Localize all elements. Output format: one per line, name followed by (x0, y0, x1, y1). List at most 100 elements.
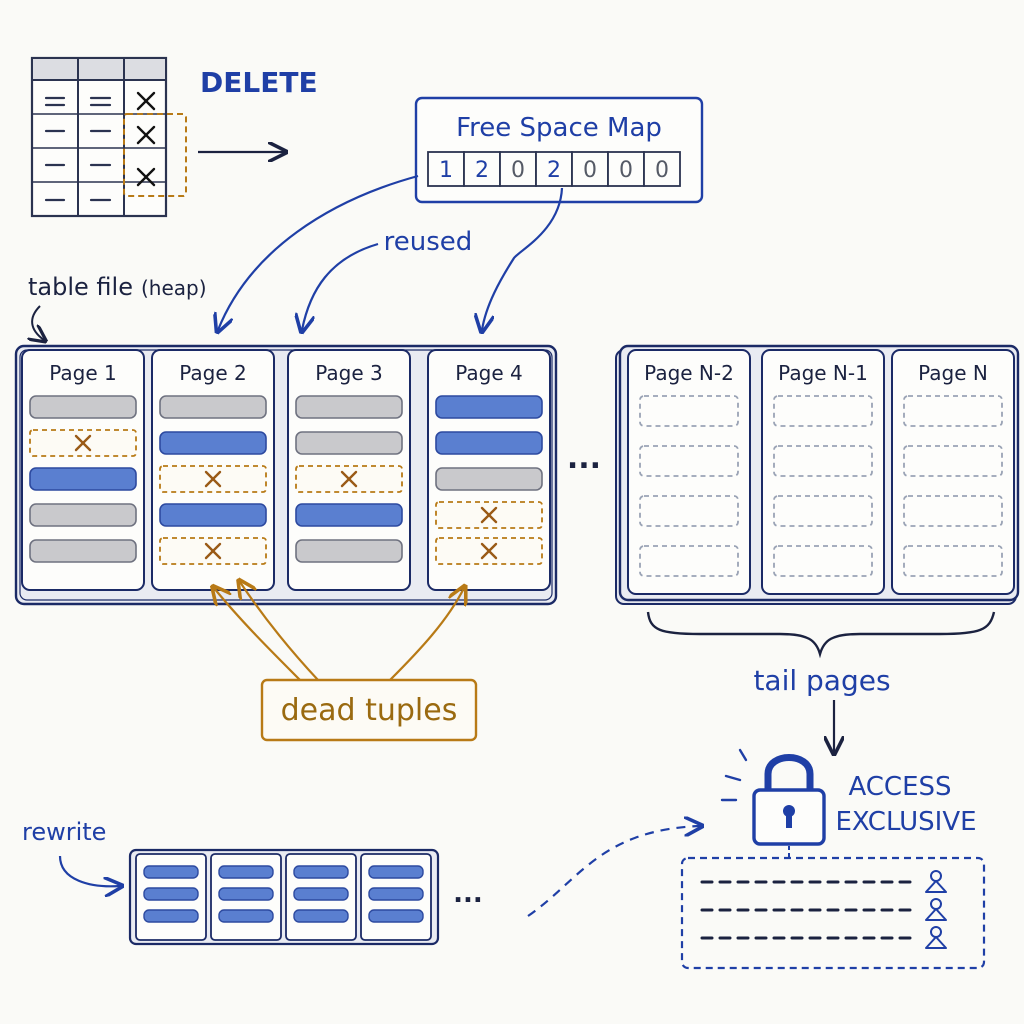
live-tuple (295, 539, 403, 563)
reuse-arrow-page4 (482, 187, 564, 330)
dead-tuples-arrows (214, 582, 464, 683)
heap-page: Page 2 (151, 349, 275, 591)
live-tuple (368, 887, 424, 901)
live-tuple (293, 887, 349, 901)
tail-page: Page N (891, 349, 1015, 595)
live-tuple (218, 865, 274, 879)
empty-slot (639, 545, 739, 577)
tail-pages-brace (646, 611, 996, 659)
waiting-user-icon (925, 926, 947, 949)
live-tuple (435, 395, 543, 419)
tail-page: Page N-1 (761, 349, 885, 595)
rewrite-label: rewrite (22, 818, 106, 846)
deleted-row-x-icon (136, 91, 156, 187)
empty-slot (903, 545, 1003, 577)
live-tuple (435, 431, 543, 455)
empty-slot (639, 395, 739, 427)
empty-slot (639, 495, 739, 527)
dead-tuple (159, 537, 267, 565)
dead-tuples-label: dead tuples (281, 693, 458, 728)
empty-slot (903, 495, 1003, 527)
empty-slot (903, 445, 1003, 477)
rewrite-page (285, 853, 357, 941)
empty-slot (773, 545, 873, 577)
dead-tuples-box (260, 678, 478, 742)
page-label: Page 3 (315, 361, 383, 385)
empty-slot (773, 495, 873, 527)
live-tuple (368, 909, 424, 923)
waiting-user-icon (925, 870, 947, 893)
exclusive-label: EXCLUSIVE (835, 807, 976, 837)
empty-slot (639, 445, 739, 477)
live-tuple (29, 467, 137, 491)
rewrite-to-lock-arrow (527, 826, 700, 917)
fsm-cell-value: 0 (619, 158, 633, 183)
table-file-label: table file(heap) (28, 273, 207, 301)
tail-pages-label: tail pages (753, 664, 890, 697)
fsm-cell (607, 151, 645, 187)
dead-tuple (295, 465, 403, 493)
fsm-cell (643, 151, 681, 187)
fsm-cell-value: 1 (439, 158, 453, 183)
fsm-cell (427, 151, 465, 187)
live-tuple (295, 395, 403, 419)
waiting-queue (680, 856, 986, 970)
live-tuple (143, 865, 199, 879)
dead-tuple (159, 465, 267, 493)
delete-table-icon (30, 56, 187, 218)
live-tuple (435, 467, 543, 491)
tail-page: Page N-2 (627, 349, 751, 595)
fsm-title: Free Space Map (456, 113, 662, 143)
page-label: Page 2 (179, 361, 247, 385)
ellipsis-rewrite: ... (453, 879, 483, 909)
fsm-cell-value: 0 (583, 158, 597, 183)
page-label: Page 4 (455, 361, 523, 385)
reused-label: reused (384, 227, 473, 257)
rewrite-arrow (58, 855, 120, 886)
page-label: Page 1 (49, 361, 117, 385)
live-tuple (143, 909, 199, 923)
live-tuple (293, 909, 349, 923)
empty-slot (903, 395, 1003, 427)
page-label: Page N-2 (644, 361, 734, 385)
table-file-arrow (32, 305, 44, 340)
rewrite-page (360, 853, 432, 941)
live-tuple (29, 539, 137, 563)
page-label: Page N-1 (778, 361, 868, 385)
live-tuple (159, 503, 267, 527)
live-tuple (159, 395, 267, 419)
reuse-arrow-page2 (218, 174, 419, 330)
live-tuple (368, 865, 424, 879)
empty-slot (773, 395, 873, 427)
heap-page: Page 1 (21, 349, 145, 591)
page-label: Page N (918, 361, 988, 385)
waiting-user-icon (925, 898, 947, 921)
live-tuple (295, 431, 403, 455)
empty-slot (773, 445, 873, 477)
live-tuple (159, 431, 267, 455)
live-tuple (218, 887, 274, 901)
rewrite-page (210, 853, 282, 941)
dead-tuple (435, 537, 543, 565)
heap-page: Page 3 (287, 349, 411, 591)
access-label: ACCESS (848, 772, 951, 802)
delete-label: DELETE (200, 66, 318, 99)
lock-icon (720, 748, 826, 846)
fsm-cell-value: 0 (511, 158, 525, 183)
live-tuple (29, 503, 137, 527)
reuse-arrow-page3 (302, 242, 379, 330)
fsm-cell-value: 2 (475, 158, 489, 183)
fsm-cell (535, 151, 573, 187)
live-tuple (143, 887, 199, 901)
rewrite-page (135, 853, 207, 941)
live-tuple (295, 503, 403, 527)
fsm-cell-value: 0 (655, 158, 669, 183)
fsm-cell (463, 151, 501, 187)
heap-page: Page 4 (427, 349, 551, 591)
live-tuple (293, 865, 349, 879)
dead-tuple (29, 429, 137, 457)
fsm-cell-value: 2 (547, 158, 561, 183)
live-tuple (29, 395, 137, 419)
